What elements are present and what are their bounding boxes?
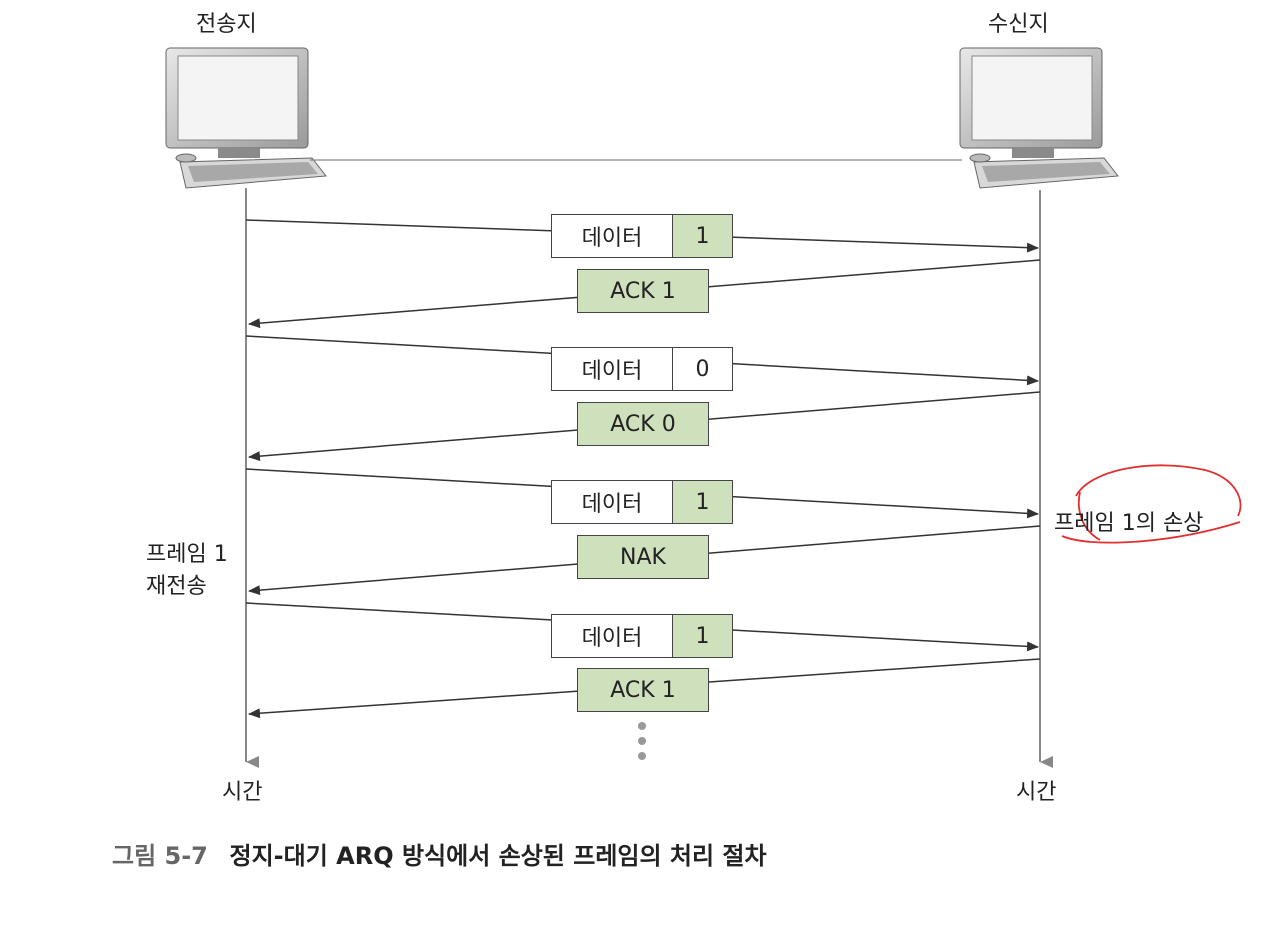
figure-number: 그림 5-7 bbox=[112, 842, 208, 870]
frame-label: 데이터 bbox=[551, 614, 673, 658]
frame-label: 데이터 bbox=[551, 480, 673, 524]
frame-seq: 0 bbox=[673, 347, 733, 391]
frame-label: 데이터 bbox=[551, 214, 673, 258]
figure-title: 정지-대기 ARQ 방식에서 손상된 프레임의 처리 절차 bbox=[229, 842, 767, 870]
continuation-dots bbox=[638, 722, 646, 760]
damage-label: 프레임 1의 손상 bbox=[1054, 511, 1204, 536]
frame-label: 데이터 bbox=[551, 347, 673, 391]
sender-label: 전송지 bbox=[196, 12, 257, 37]
receiver-time-label: 시간 bbox=[1016, 780, 1057, 805]
retransmit-label-line2: 재전송 bbox=[146, 574, 207, 599]
frame-seq: 1 bbox=[673, 214, 733, 258]
frame-seq: 1 bbox=[673, 480, 733, 524]
damage-highlight-mark bbox=[1061, 464, 1242, 544]
data-frame-3: 데이터 1 bbox=[551, 480, 733, 524]
data-frame-1: 데이터 1 bbox=[551, 214, 733, 258]
retransmit-label-line1: 프레임 1 bbox=[146, 542, 228, 567]
receiver-label: 수신지 bbox=[988, 12, 1049, 37]
receiver-computer-icon bbox=[959, 47, 1119, 189]
sender-time-label: 시간 bbox=[222, 780, 263, 805]
response-box-1: ACK 1 bbox=[577, 269, 709, 313]
data-frame-4: 데이터 1 bbox=[551, 614, 733, 658]
frame-seq: 1 bbox=[673, 614, 733, 658]
sender-computer-icon bbox=[165, 47, 327, 189]
response-box-3: NAK bbox=[577, 535, 709, 579]
response-box-2: ACK 0 bbox=[577, 402, 709, 446]
response-box-4: ACK 1 bbox=[577, 668, 709, 712]
figure-caption: 그림 5-7 정지-대기 ARQ 방식에서 손상된 프레임의 처리 절차 bbox=[112, 836, 767, 871]
data-frame-2: 데이터 0 bbox=[551, 347, 733, 391]
